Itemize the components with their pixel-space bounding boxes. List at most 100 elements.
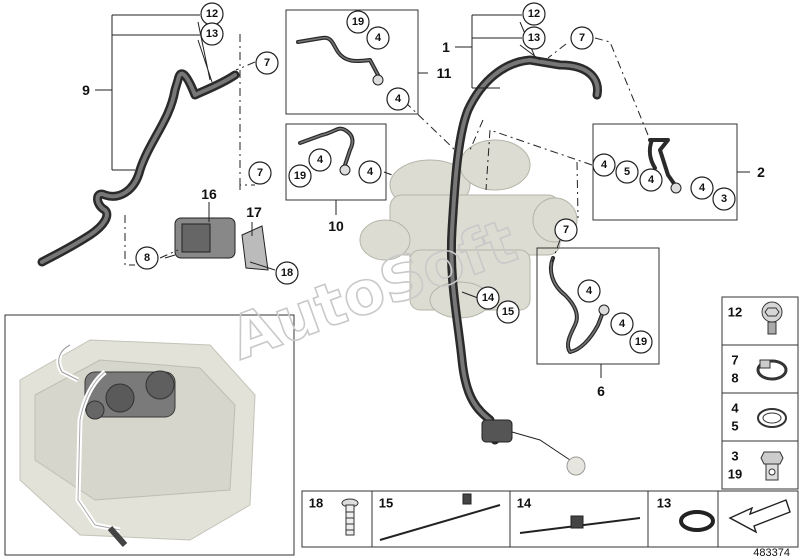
callout-4[interactable]: 4 <box>690 176 714 200</box>
coolant-pipe-11[interactable] <box>296 35 384 86</box>
callout-7[interactable]: 7 <box>255 51 279 75</box>
frame-part-6 <box>536 247 660 365</box>
callout-4[interactable]: 4 <box>308 148 332 172</box>
part-number-11: 11 <box>437 65 452 81</box>
part-number-17: 17 <box>246 204 262 220</box>
svg-text:4: 4 <box>317 154 324 166</box>
svg-text:19: 19 <box>352 16 364 28</box>
legend-bottom: 18 15 14 13 <box>301 490 799 548</box>
svg-text:18: 18 <box>281 267 293 279</box>
svg-text:15: 15 <box>502 306 514 318</box>
callout-12[interactable]: 12 <box>522 2 546 26</box>
part-numbers: 9 1 11 2 10 16 17 6 <box>82 39 765 399</box>
legend-label-15: 15 <box>379 496 393 511</box>
part-number-10: 10 <box>328 218 344 234</box>
legend-label-12: 12 <box>728 305 742 320</box>
coolant-pipe-2[interactable] <box>647 138 682 194</box>
electric-pump-16[interactable] <box>164 217 236 259</box>
svg-text:4: 4 <box>699 182 706 194</box>
sealing-ring-icon <box>757 408 787 428</box>
leader-lines <box>95 14 750 378</box>
cable-holder-icon <box>519 515 641 534</box>
svg-text:8: 8 <box>144 252 150 264</box>
svg-text:7: 7 <box>579 32 585 44</box>
callouts: 12 13 7 19 4 4 12 13 7 7 4 19 4 4 5 4 4 … <box>135 2 736 354</box>
part-number-6: 6 <box>597 383 605 399</box>
svg-text:4: 4 <box>648 174 655 186</box>
legend-label-14: 14 <box>517 496 532 511</box>
coolant-pipe-6[interactable] <box>548 256 610 354</box>
callout-12[interactable]: 12 <box>200 2 224 26</box>
frame-part-11 <box>285 9 419 115</box>
coolant-hose-1[interactable] <box>446 55 602 476</box>
callout-7[interactable]: 7 <box>554 218 578 242</box>
bolt-icon <box>761 301 783 335</box>
svg-text:14: 14 <box>482 292 495 304</box>
callout-4[interactable]: 4 <box>639 168 663 192</box>
reference-lines <box>124 34 649 266</box>
callout-4[interactable]: 4 <box>577 279 601 303</box>
callout-4[interactable]: 4 <box>366 26 390 50</box>
screw-icon <box>341 498 359 536</box>
coolant-pipe-10[interactable] <box>298 126 355 176</box>
bracket-17[interactable] <box>241 225 269 271</box>
callout-8[interactable]: 8 <box>135 246 159 270</box>
arrow-icon[interactable] <box>728 499 791 534</box>
callout-4[interactable]: 4 <box>358 160 382 184</box>
callout-19[interactable]: 19 <box>346 10 370 34</box>
turbocharger-illustration <box>359 139 578 319</box>
coolant-hose-9[interactable] <box>37 69 240 267</box>
banjo-bolt-icon <box>760 451 784 481</box>
legend-side: 12 7 8 4 5 3 19 <box>721 296 799 490</box>
callout-19[interactable]: 19 <box>629 330 653 354</box>
callout-7[interactable]: 7 <box>248 161 272 185</box>
callout-13[interactable]: 13 <box>522 26 546 50</box>
svg-text:19: 19 <box>635 336 647 348</box>
o-ring-icon <box>679 510 715 532</box>
callout-4[interactable]: 4 <box>610 312 634 336</box>
svg-text:13: 13 <box>528 32 540 44</box>
svg-text:19: 19 <box>294 170 306 182</box>
part-number-9: 9 <box>82 82 90 98</box>
diagram-reference-number: 483374 <box>753 547 790 559</box>
part-number-16: 16 <box>201 186 217 202</box>
svg-text:4: 4 <box>601 159 608 171</box>
cable-tie-icon <box>379 493 501 541</box>
part-number-2: 2 <box>757 164 765 180</box>
svg-text:7: 7 <box>257 167 263 179</box>
svg-text:7: 7 <box>264 57 270 69</box>
svg-text:12: 12 <box>528 8 540 20</box>
callout-15[interactable]: 15 <box>496 300 520 324</box>
svg-text:7: 7 <box>563 224 569 236</box>
callout-18[interactable]: 18 <box>275 261 299 285</box>
svg-text:4: 4 <box>619 318 626 330</box>
callout-3[interactable]: 3 <box>712 187 736 211</box>
svg-text:4: 4 <box>586 285 593 297</box>
legend-label-3: 3 <box>731 449 738 464</box>
callout-5[interactable]: 5 <box>615 160 639 184</box>
legend-label-7: 7 <box>731 353 738 368</box>
svg-text:4: 4 <box>375 32 382 44</box>
callout-19[interactable]: 19 <box>288 164 312 188</box>
engine-inset <box>4 314 295 556</box>
legend-label-19: 19 <box>728 467 742 482</box>
legend-label-4: 4 <box>731 401 739 416</box>
callout-13[interactable]: 13 <box>200 22 224 46</box>
part-number-1: 1 <box>442 39 450 55</box>
svg-text:4: 4 <box>395 93 402 105</box>
callout-4[interactable]: 4 <box>592 153 616 177</box>
legend-label-18: 18 <box>309 496 323 511</box>
hose-clamp-icon <box>756 359 788 381</box>
callout-4[interactable]: 4 <box>386 87 410 111</box>
svg-text:13: 13 <box>206 28 218 40</box>
legend-label-5: 5 <box>731 419 738 434</box>
legend-label-8: 8 <box>731 371 738 386</box>
svg-text:3: 3 <box>721 193 727 205</box>
callout-14[interactable]: 14 <box>476 286 500 310</box>
legend-label-13: 13 <box>657 496 671 511</box>
svg-text:12: 12 <box>206 8 218 20</box>
svg-text:5: 5 <box>624 166 630 178</box>
callout-7[interactable]: 7 <box>570 26 594 50</box>
svg-text:4: 4 <box>367 166 374 178</box>
